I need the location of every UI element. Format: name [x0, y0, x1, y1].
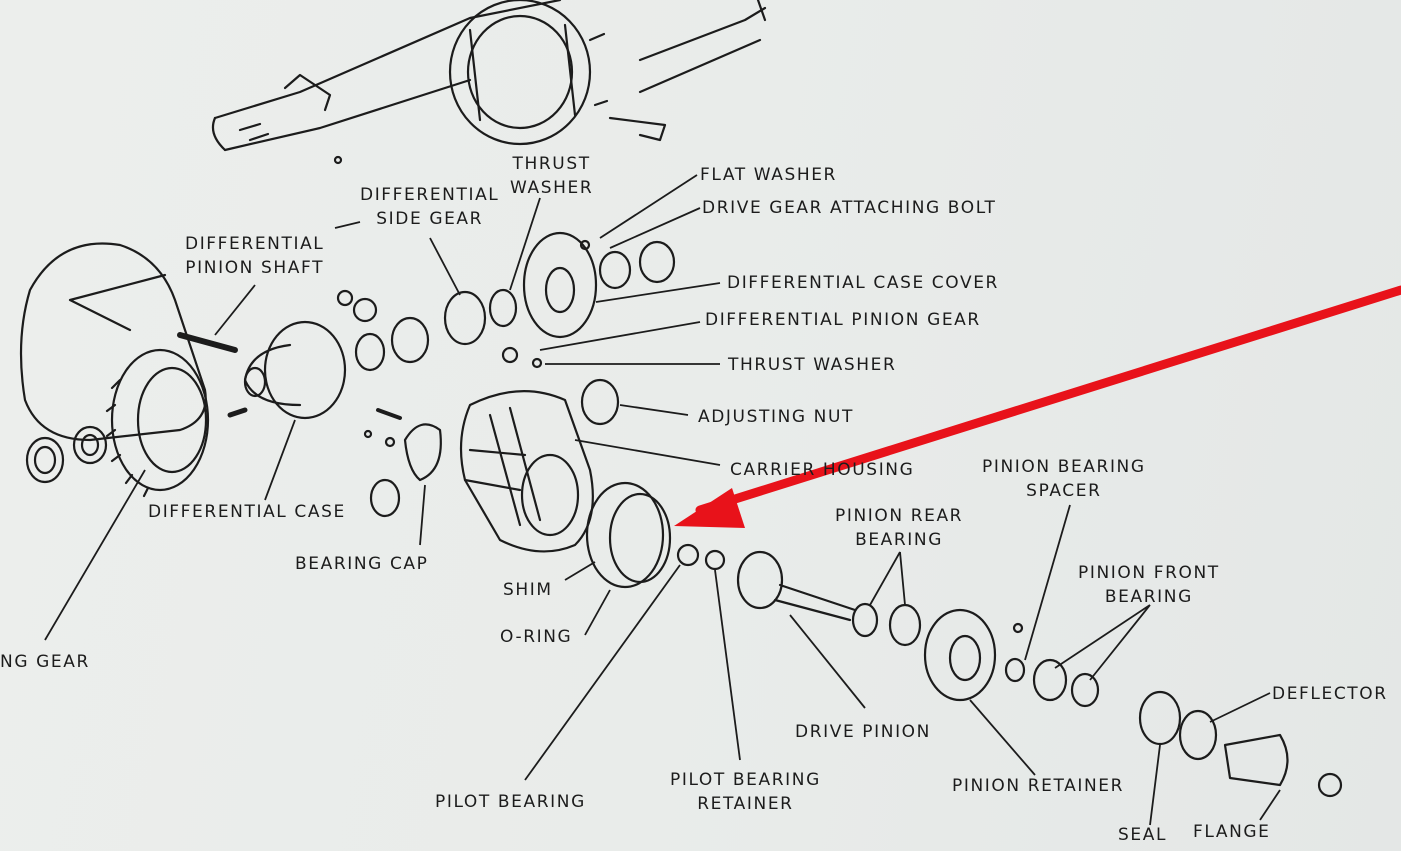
- label-differential-side-gear: DIFFERENTIAL SIDE GEAR: [360, 185, 500, 229]
- red-annotation-arrow: [674, 285, 1401, 528]
- left-bearings: [25, 425, 108, 484]
- label-differential-pinion-shaft: DIFFERENTIAL PINION SHAFT: [185, 234, 325, 278]
- label-deflector: DEFLECTOR: [1272, 684, 1388, 704]
- label-differential-case-cover: DIFFERENTIAL CASE COVER: [727, 273, 999, 293]
- label-thrust-washer-top: THRUST WASHER: [510, 154, 594, 198]
- leader-lines: [44, 174, 1281, 826]
- label-drive-pinion: DRIVE PINION: [795, 722, 931, 742]
- label-carrier-housing: CARRIER HOUSING: [730, 460, 915, 480]
- label-pinion-front-bearing: PINION FRONT BEARING: [1078, 563, 1220, 607]
- label-shim: SHIM: [503, 580, 553, 600]
- flange-part: [1223, 733, 1289, 787]
- differential-case: [243, 320, 347, 420]
- label-o-ring: O-RING: [500, 627, 573, 647]
- label-drive-gear-attaching-bolt: DRIVE GEAR ATTACHING BOLT: [702, 198, 997, 218]
- label-differential-pinion-gear: DIFFERENTIAL PINION GEAR: [705, 310, 981, 330]
- axle-housing: [211, 0, 767, 165]
- label-flange: FLANGE: [1193, 822, 1271, 842]
- label-pinion-bearing-spacer: PINION BEARING SPACER: [982, 457, 1146, 501]
- label-adjusting-nut: ADJUSTING NUT: [698, 407, 855, 427]
- pinion-retainer-part: [923, 608, 997, 702]
- label-pilot-bearing: PILOT BEARING: [435, 792, 586, 812]
- label-ring-gear: NG GEAR: [0, 652, 90, 672]
- label-bearing-cap: BEARING CAP: [295, 554, 429, 574]
- drive-pinion-part: [736, 550, 857, 622]
- differential-case-cover-part: [522, 231, 676, 339]
- label-differential-case: DIFFERENTIAL CASE: [148, 502, 346, 522]
- label-pilot-bearing-retainer: PILOT BEARING RETAINER: [670, 770, 821, 814]
- pinion-shaft: [177, 332, 238, 353]
- side-gear-parts: [336, 288, 543, 448]
- ring-gear: [105, 348, 210, 498]
- bearing-cap-part: [403, 423, 442, 482]
- shim-o-ring-parts: [585, 481, 672, 589]
- cover-gasket: [19, 242, 207, 442]
- label-thrust-washer: THRUST WASHER: [728, 355, 897, 375]
- label-flat-washer: FLAT WASHER: [700, 165, 837, 185]
- label-pinion-rear-bearing: PINION REAR BEARING: [835, 506, 964, 550]
- label-seal: SEAL: [1118, 825, 1168, 845]
- label-pinion-retainer: PINION RETAINER: [952, 776, 1125, 796]
- carrier-housing-part: [459, 378, 620, 553]
